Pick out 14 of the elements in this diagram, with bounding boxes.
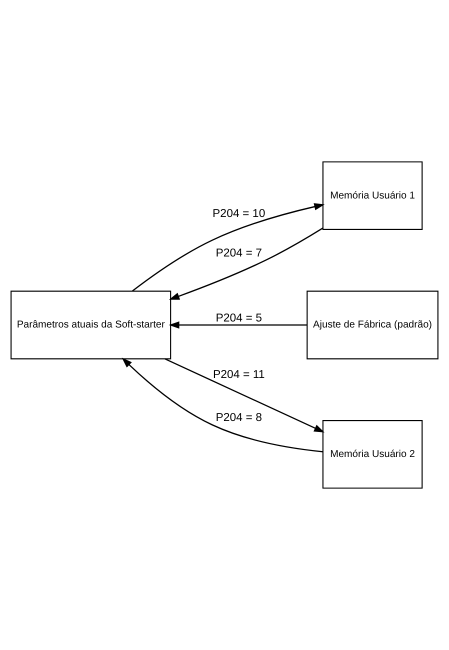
arrow bbox=[168, 228, 324, 300]
edge-label: P204 = 11 bbox=[212, 369, 265, 382]
edge-label: P204 = 5 bbox=[216, 312, 262, 324]
arrow bbox=[164, 358, 325, 433]
node-box: Memória Usuário 2 bbox=[322, 420, 423, 489]
arrow bbox=[122, 358, 323, 452]
edge-label: P204 = 8 bbox=[216, 412, 262, 424]
arrow bbox=[168, 321, 307, 329]
node-box: Memória Usuário 1 bbox=[322, 161, 423, 230]
edge-label: P204 = 10 bbox=[212, 208, 266, 220]
arrow bbox=[132, 203, 325, 292]
node-box: Parâmetros atuais da Soft-starter bbox=[10, 290, 172, 360]
node-box: Ajuste de Fábrica (padrão) bbox=[306, 290, 438, 360]
edge-label: P204 = 7 bbox=[216, 248, 262, 260]
